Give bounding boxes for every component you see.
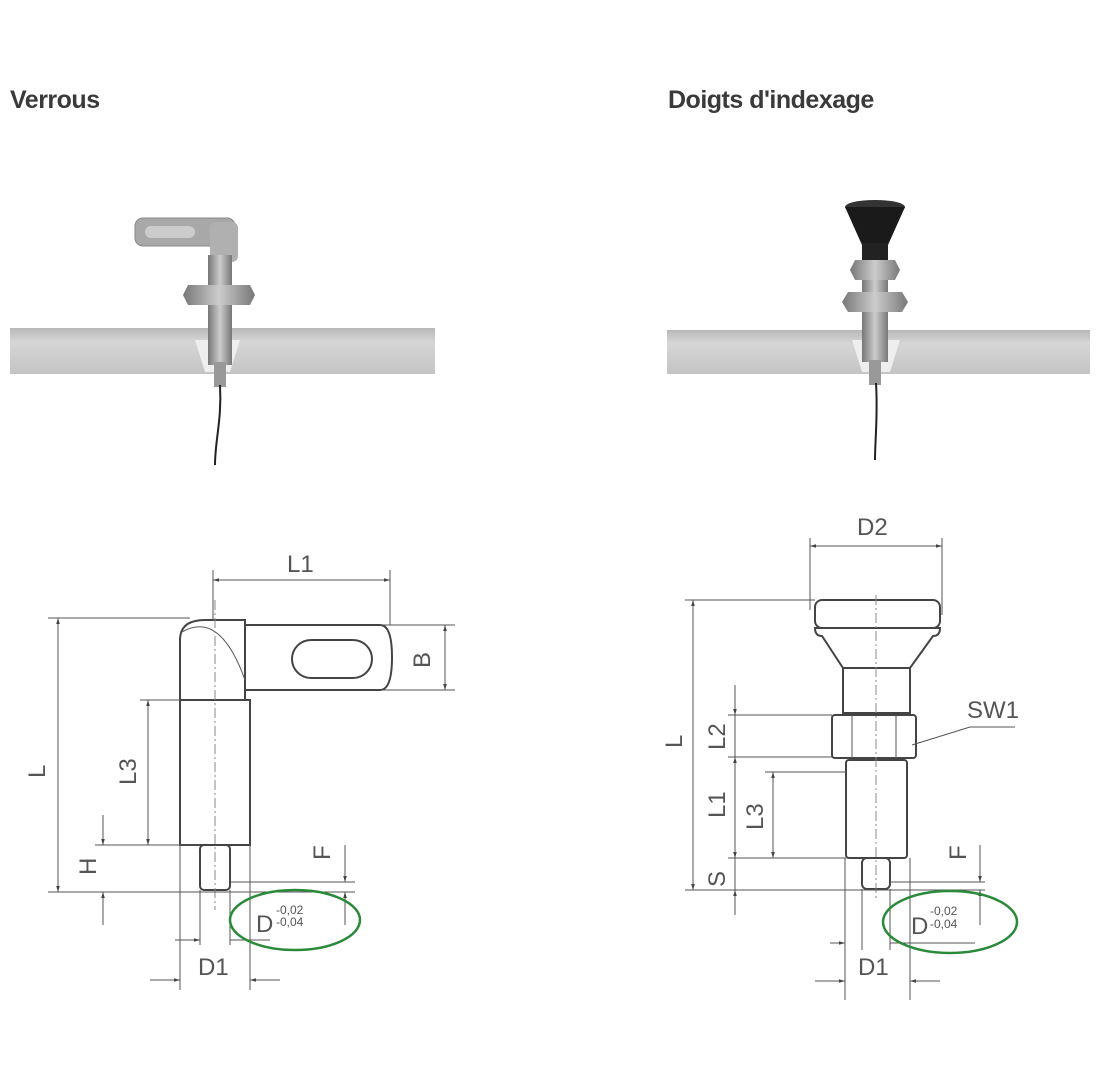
plunger-dimension-drawing: D2 SW1 L L2 L1 L3 S F D1 D -0,02 -0,04 [661,514,1019,1000]
label-D1: D1 [858,954,889,981]
label-F: F [945,845,972,860]
latch-dimension-drawing: L1 B L L3 H F D1 D -0,02 -0,04 [24,551,455,990]
section-title-verrous: Verrous [10,86,100,114]
tolerance-lower: -0,04 [930,917,958,931]
indexing-plunger-photo [667,200,1090,461]
label-D2: D2 [857,514,888,541]
label-L: L [661,735,688,748]
label-S: S [704,871,731,887]
label-L1: L1 [704,791,731,818]
tolerance-highlight-ellipse [881,889,1019,955]
label-SW1: SW1 [967,697,1019,724]
label-F: F [309,845,336,860]
tolerance-upper: -0,02 [276,903,304,917]
label-D: D [256,911,273,938]
label-L1: L1 [287,551,314,578]
label-B: B [409,652,436,668]
label-H: H [75,858,102,875]
section-title-doigts-indexage: Doigts d'indexage [668,86,874,114]
label-L2: L2 [704,723,731,750]
label-L3: L3 [115,758,142,785]
label-L3: L3 [742,803,769,830]
label-D1: D1 [198,954,229,981]
tolerance-upper: -0,02 [930,904,958,918]
label-L: L [24,765,51,778]
latch-photo [10,217,435,466]
tolerance-lower: -0,04 [276,915,304,929]
tolerance-highlight-ellipse [228,888,362,952]
label-D: D [911,913,928,940]
